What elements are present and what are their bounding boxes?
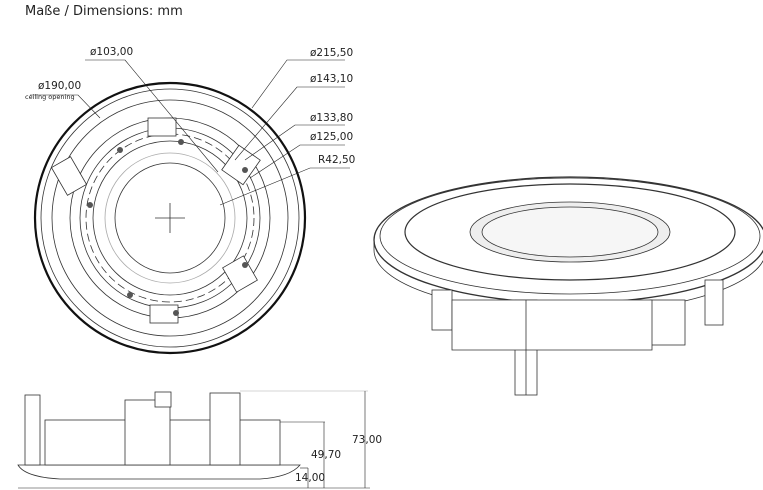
dim-radius-42: R42,50 bbox=[318, 154, 356, 166]
dim-height-73: 73,00 bbox=[352, 434, 383, 446]
dim-diameter-125: ø125,00 bbox=[310, 131, 354, 143]
dim-diameter-215: ø215,50 bbox=[310, 47, 354, 59]
top-view bbox=[30, 59, 350, 355]
dim-diameter-103: ø103,00 bbox=[90, 46, 134, 58]
dim-diameter-133: ø133,80 bbox=[310, 112, 354, 124]
dim-height-14: 14,00 bbox=[295, 472, 326, 484]
dim-height-49: 49,70 bbox=[311, 449, 342, 461]
drawing-title: Maße / Dimensions: mm bbox=[25, 4, 183, 19]
side-view bbox=[17, 390, 370, 489]
perspective-view bbox=[373, 176, 763, 396]
dim-diameter-143: ø143,10 bbox=[310, 73, 354, 85]
dim-diameter-190: ø190,00 bbox=[38, 80, 82, 92]
ceiling-opening-label: ceiling opening bbox=[25, 93, 75, 101]
